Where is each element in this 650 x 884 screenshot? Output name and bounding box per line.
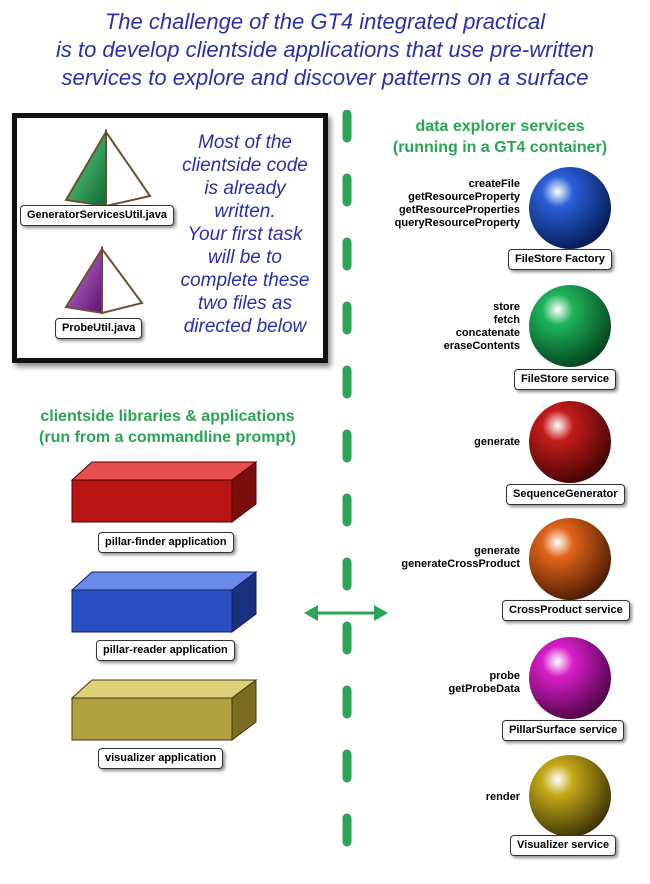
box-text: Most of the clientside code is already w… xyxy=(166,131,324,338)
operation-label: generate xyxy=(474,436,520,448)
box-text-line: complete these xyxy=(180,270,310,291)
operation-label: generate xyxy=(474,545,520,557)
page-title: The challenge of the GT4 integrated prac… xyxy=(0,8,650,92)
box-text-line: Most of the xyxy=(198,132,292,153)
operation-label: concatenate xyxy=(455,327,520,339)
operation-label: render xyxy=(485,791,520,803)
operation-label: createFile xyxy=(468,178,520,190)
application-label[interactable]: pillar-reader application xyxy=(96,640,235,661)
application-label[interactable]: pillar-finder application xyxy=(98,532,234,553)
title-line: The challenge of the GT4 integrated prac… xyxy=(104,9,546,34)
file-label[interactable]: ProbeUtil.java xyxy=(55,318,143,339)
file-pyramid-icon xyxy=(64,245,144,315)
service-operations: render xyxy=(370,791,520,804)
double-arrow xyxy=(304,605,388,621)
service-sphere-icon xyxy=(529,167,611,249)
service-label[interactable]: FileStore service xyxy=(514,369,617,390)
service-operations: createFile getResourceProperty getResour… xyxy=(370,178,520,230)
box-text-line: two files as xyxy=(198,293,292,314)
application-slab-icon xyxy=(70,571,258,633)
service-sphere-icon xyxy=(529,401,611,483)
application-label[interactable]: visualizer application xyxy=(98,748,224,769)
service-sphere-icon xyxy=(529,755,611,837)
server-heading: data explorer services (running in a GT4… xyxy=(355,116,645,158)
file-pyramid-icon xyxy=(64,128,152,208)
box-text-line: will be to xyxy=(208,247,282,268)
server-heading-line: data explorer services xyxy=(415,118,585,135)
service-operations: generate generateCrossProduct xyxy=(370,545,520,571)
service-sphere-icon xyxy=(529,285,611,367)
box-text-line: is already xyxy=(204,178,286,199)
title-line: is to develop clientside applications th… xyxy=(55,37,595,62)
operation-label: eraseContents xyxy=(443,340,520,352)
application-slab-icon xyxy=(70,679,258,741)
operation-label: getProbeData xyxy=(448,683,520,695)
service-label[interactable]: PillarSurface service xyxy=(502,720,625,741)
divider-line xyxy=(342,110,352,880)
operation-label: queryResourceProperty xyxy=(394,217,520,229)
service-label[interactable]: SequenceGenerator xyxy=(506,484,625,505)
server-heading-line: (running in a GT4 container) xyxy=(392,139,608,156)
service-label[interactable]: CrossProduct service xyxy=(502,600,630,621)
service-sphere-icon xyxy=(529,637,611,719)
operation-label: probe xyxy=(489,670,520,682)
operation-label: getResourceProperty xyxy=(408,191,520,203)
service-label[interactable]: Visualizer service xyxy=(510,835,617,856)
client-heading-line: clientside libraries & applications xyxy=(40,408,295,425)
service-operations: probe getProbeData xyxy=(370,670,520,696)
operation-label: getResourceProperties xyxy=(398,204,520,216)
file-label[interactable]: GeneratorServicesUtil.java xyxy=(20,205,175,226)
application-slab-icon xyxy=(70,461,258,523)
client-heading: clientside libraries & applications (run… xyxy=(5,406,330,448)
client-heading-line: (run from a commandline prompt) xyxy=(39,429,296,446)
box-text-line: clientside code xyxy=(182,155,308,176)
operation-label: generateCrossProduct xyxy=(401,558,520,570)
box-text-line: Your first task xyxy=(187,224,303,245)
box-text-line: directed below xyxy=(183,316,307,337)
operation-label: store xyxy=(493,301,520,313)
service-operations: generate xyxy=(370,436,520,449)
box-text-line: written. xyxy=(214,201,276,222)
title-line: services to explore and discover pattern… xyxy=(61,65,589,90)
service-operations: store fetch concatenate eraseContents xyxy=(370,301,520,353)
service-label[interactable]: FileStore Factory xyxy=(508,249,612,270)
service-sphere-icon xyxy=(529,518,611,600)
operation-label: fetch xyxy=(493,314,520,326)
